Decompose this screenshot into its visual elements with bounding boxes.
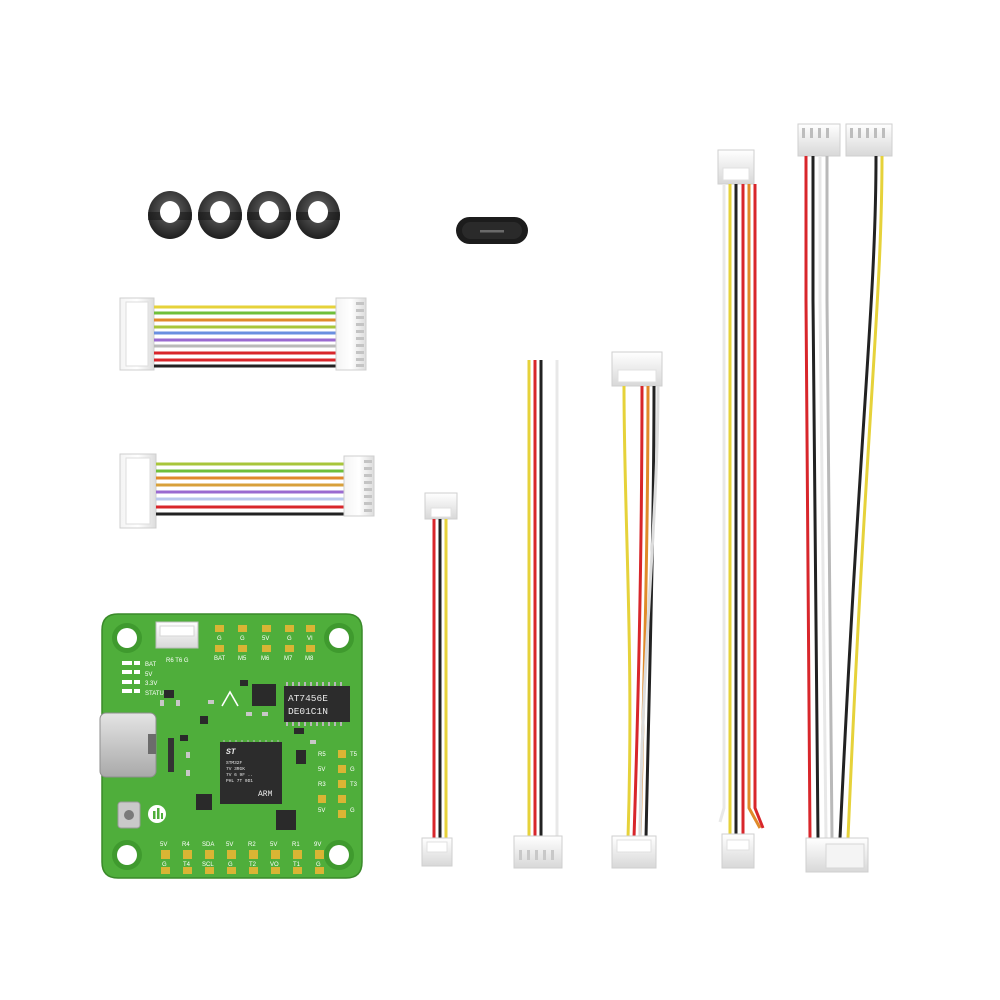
osd-chip: AT7456E DE01C1N [284, 682, 350, 726]
boot-button [117, 801, 141, 829]
chip-text: DE01C1N [288, 706, 328, 717]
pad-label: G [287, 636, 292, 642]
mounting-hole [324, 840, 354, 870]
pad-label: M7 [284, 656, 293, 662]
pad-label: T3 [350, 782, 358, 788]
grommet [148, 191, 192, 239]
grommet [296, 191, 340, 239]
pad-label: G [316, 862, 321, 868]
board-connector [155, 621, 199, 649]
pad-label: M5 [238, 656, 247, 662]
grommet [247, 191, 291, 239]
ribbon-cable-10pin [119, 297, 367, 371]
led-label: STATUS [145, 691, 168, 697]
pad-label: 5V [318, 808, 325, 814]
pad-label: G [217, 636, 222, 642]
pad-label: 5V [226, 842, 233, 848]
pad-label: G [240, 636, 245, 642]
pad-label: G [228, 862, 233, 868]
mounting-hole [324, 623, 354, 653]
pad-label: G [350, 808, 355, 814]
pad-label: 5V [160, 842, 167, 848]
cable-3pin-short [421, 492, 458, 867]
pad-label: G [162, 862, 167, 868]
chip-text: ARM [258, 790, 273, 799]
usb-c-adapter [456, 217, 528, 244]
brand-logo [148, 805, 166, 823]
led-label: 5V [145, 672, 152, 678]
pad-label: R1 [292, 842, 300, 848]
grommet [198, 191, 242, 239]
chip-text: AT7456E [288, 693, 328, 704]
chip-text: PHL 7T 0D1 [226, 778, 253, 784]
pad-label: R5 [318, 752, 326, 758]
pad-label: T2 [249, 862, 257, 868]
cable-4pin-crossed [611, 351, 663, 869]
connector-label: R6 T6 G [166, 658, 189, 664]
pad-label: 9V [314, 842, 321, 848]
flight-controller-board: R6 T6 G G G 5V G VI BAT M5 M6 M7 M8 BAT … [99, 613, 363, 879]
cable-4pin-long [717, 149, 765, 869]
cable-4pin-straight [513, 360, 563, 869]
led-indicator-group [122, 661, 140, 693]
mounting-hole [112, 623, 142, 653]
pad-label: R2 [248, 842, 256, 848]
pad-label: 5V [262, 636, 269, 642]
led-label: BAT [145, 662, 157, 668]
mcu-brand: ST [226, 748, 237, 757]
chip-text: 7V 3RGK [226, 766, 245, 772]
chip-text: 7V 6 9F .. [226, 772, 253, 778]
grommet-set [148, 191, 340, 239]
cable-6pin-long [797, 123, 893, 873]
pad-label: BAT [214, 656, 226, 662]
pad-label: M8 [305, 656, 314, 662]
led-label: 3.3V [145, 681, 157, 687]
direction-arrow-icon [221, 690, 239, 707]
pad-label: SDA [202, 842, 214, 848]
pad-label: T5 [350, 752, 358, 758]
pad-label: 5V [270, 842, 277, 848]
pad-label: 5V [318, 767, 325, 773]
pad-label: VO [270, 862, 279, 868]
ribbon-cable-8pin [119, 453, 375, 529]
pad-label: R4 [182, 842, 190, 848]
mounting-hole [112, 840, 142, 870]
pad-label: T1 [293, 862, 301, 868]
pad-label: SCL [202, 862, 214, 868]
pad-label: R3 [318, 782, 326, 788]
pad-label: G [350, 767, 355, 773]
chip-text: STM32F [226, 760, 243, 766]
pad-label: M6 [261, 656, 270, 662]
usb-c-port [99, 712, 157, 778]
pad-label: T4 [183, 862, 191, 868]
mcu-chip: ST STM32F 7V 3RGK 7V 6 9F .. PHL 7T 0D1 … [220, 740, 282, 804]
pad-label: VI [307, 636, 313, 642]
